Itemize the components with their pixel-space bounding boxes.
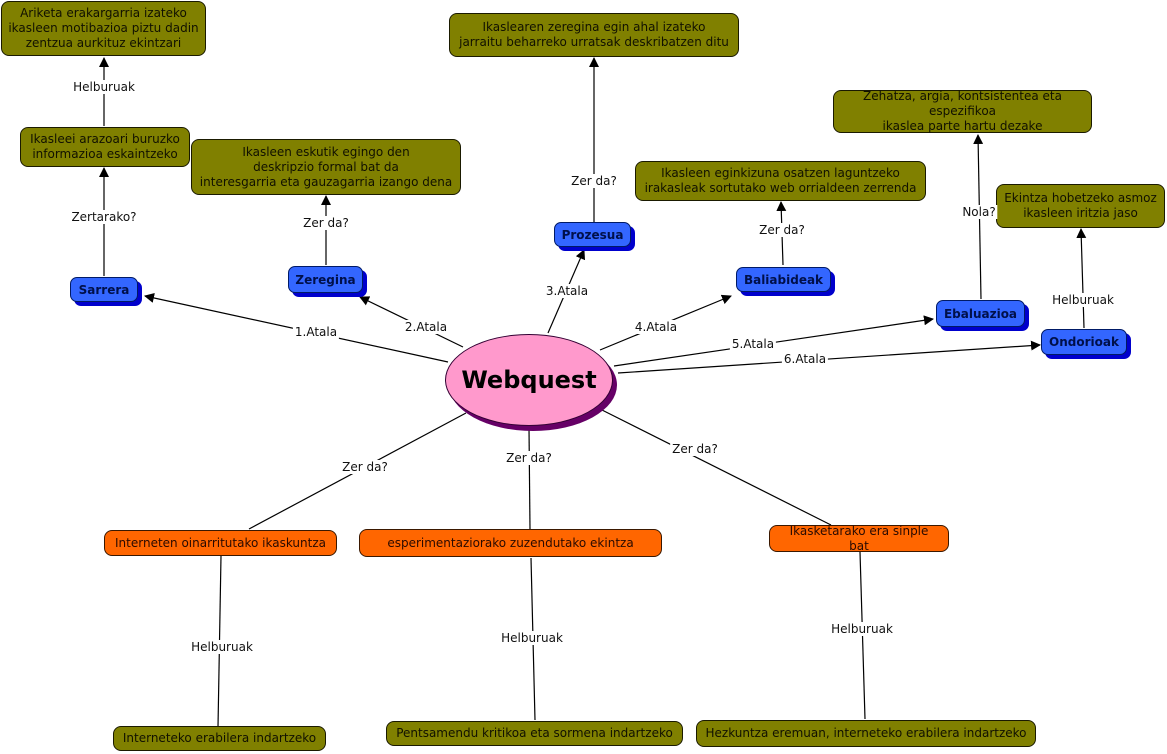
link-label-ebaluazioa-nola: Nola? — [960, 205, 998, 219]
goal-node-2[interactable]: Pentsamendu kritikoa eta sormena indartz… — [386, 721, 683, 746]
section-node-sarrera[interactable]: Sarrera — [70, 277, 138, 302]
link-label-def-3-helburuak: Helburuak — [829, 622, 895, 636]
connector-def-2 — [528, 427, 531, 530]
section-node-ondorioak[interactable]: Ondorioak — [1041, 329, 1127, 355]
link-label-def-1-zer-da: Zer da? — [340, 460, 390, 474]
link-label-zeregina-zer-da: Zer da? — [301, 216, 351, 230]
ondorioak-detail-node[interactable]: Ekintza hobetzeko asmoz ikasleen iritzia… — [996, 184, 1165, 228]
section-node-ebaluazioa[interactable]: Ebaluazioa — [936, 300, 1025, 327]
link-label-def-1-helburuak: Helburuak — [189, 640, 255, 654]
link-label-sarrera-helburuak: Helburuak — [71, 80, 137, 94]
connector-ondorioak — [1076, 228, 1087, 329]
goal-node-3[interactable]: Hezkuntza eremuan, interneteko erabilera… — [696, 720, 1036, 747]
sarrera-info-node[interactable]: Ikasleei arazoari buruzko informazioa es… — [20, 127, 190, 167]
link-label-def-2-zer-da: Zer da? — [504, 451, 554, 465]
link-label-1-atala: 1.Atala — [292, 325, 340, 339]
link-label-def-2-helburuak: Helburuak — [499, 631, 565, 645]
link-label-prozesua-zer-da: Zer da? — [569, 174, 619, 188]
connector-def-3 — [601, 409, 832, 526]
section-node-zeregina[interactable]: Zeregina — [288, 266, 363, 293]
link-label-6-atala: 6.Atala — [781, 352, 829, 366]
definition-node-1[interactable]: Interneten oinarritutako ikaskuntza — [104, 530, 337, 556]
link-label-3-atala: 3.Atala — [543, 284, 591, 298]
link-label-ondorioak-helburuak: Helburuak — [1050, 293, 1116, 307]
link-label-2-atala: 2.Atala — [402, 320, 450, 334]
link-label-baliabideak-zer-da: Zer da? — [757, 223, 807, 237]
link-label-def-3-zer-da: Zer da? — [670, 442, 720, 456]
sarrera-goal-node[interactable]: Ariketa erakargarria izateko ikasleen mo… — [1, 1, 206, 56]
zeregina-detail-node[interactable]: Ikasleen eskutik egingo den deskripzio f… — [191, 139, 461, 195]
prozesua-detail-node[interactable]: Ikaslearen zeregina egin ahal izateko ja… — [449, 13, 739, 57]
definition-node-2[interactable]: esperimentaziorako zuzendutako ekintza — [359, 529, 662, 557]
link-label-sarrera-zertarako: Zertarako? — [69, 210, 139, 224]
ebaluazioa-detail-node[interactable]: Zehatza, argia, kontsistentea eta espezi… — [833, 89, 1092, 133]
baliabideak-detail-node[interactable]: Ikasleen eginkizuna osatzen laguntzeko i… — [635, 161, 926, 201]
connector-6-atala — [617, 340, 1041, 374]
section-node-baliabideak[interactable]: Baliabideak — [736, 267, 831, 292]
definition-node-3[interactable]: Ikasketarako era sinple bat — [769, 524, 949, 553]
goal-node-1[interactable]: Interneteko erabilera indartzeko — [113, 726, 326, 751]
section-node-prozesua[interactable]: Prozesua — [554, 222, 631, 247]
center-node-webquest[interactable]: Webquest — [445, 334, 613, 426]
link-label-4-atala: 4.Atala — [632, 320, 680, 334]
link-label-5-atala: 5.Atala — [729, 337, 777, 351]
